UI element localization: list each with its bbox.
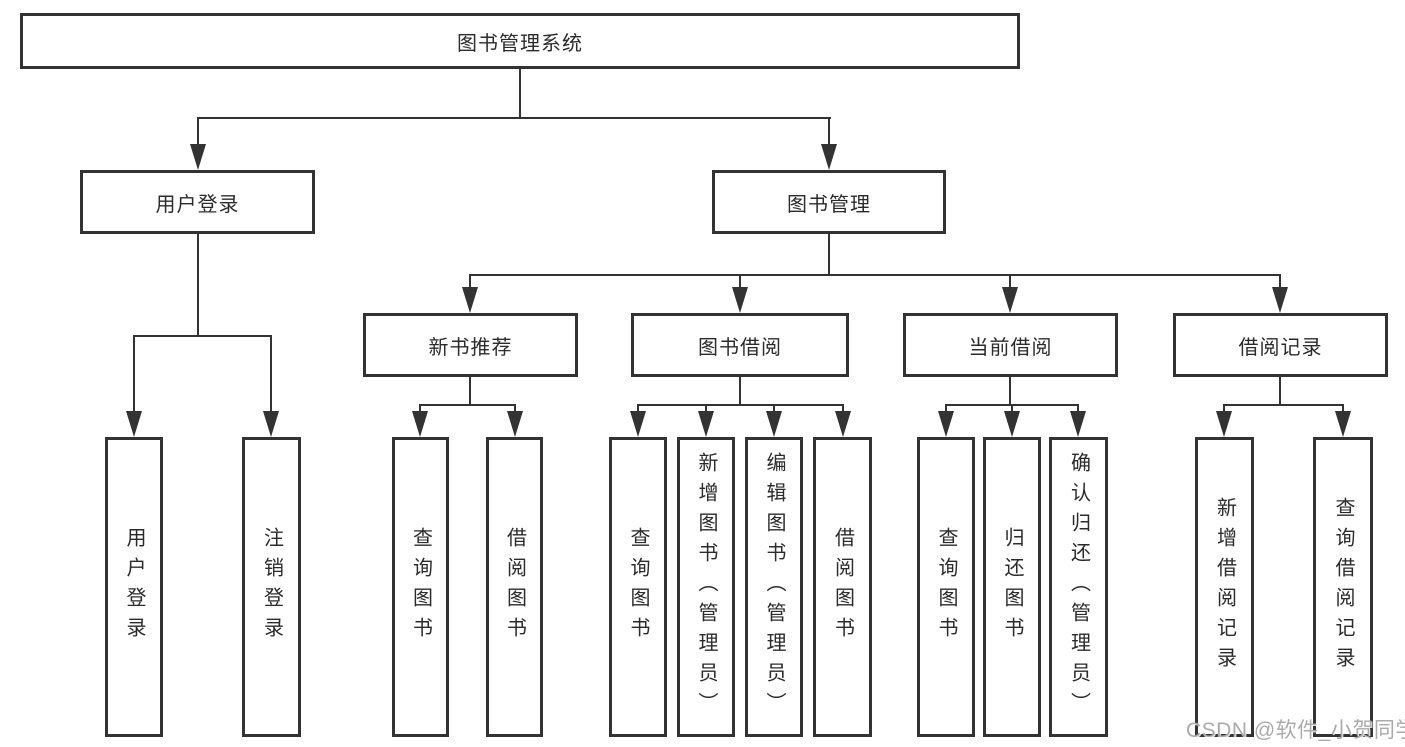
connector-line [945,404,947,414]
connector-line [469,377,471,405]
connector-line [637,404,844,406]
leaf-label: 借阅图书 [831,527,854,647]
leaf-current-return-books: 归还图书 [983,437,1041,737]
connector-line [1077,404,1079,414]
arrowhead-icon [1272,287,1288,313]
node-borrow-record: 借阅记录 [1173,313,1388,377]
leaf-label: 查询图书 [935,527,957,647]
connector-line [1279,274,1281,289]
leaf-label: 新增借阅记录 [1213,497,1236,677]
leaf-label: 查询借阅记录 [1332,497,1354,677]
node-new-book-recommend: 新书推荐 [363,313,578,377]
leaf-record-query-borrow-record: 查询借阅记录 [1313,437,1373,737]
arrowhead-icon [462,287,478,313]
connector-line [637,404,639,414]
connector-line [828,234,830,276]
connector-line [519,69,521,119]
leaf-logout-login: 注销登录 [242,437,301,737]
leaf-current-confirm-return-admin: 确认归还（管理员） [1049,437,1108,737]
arrowhead-icon [1004,411,1020,437]
connector-line [133,335,135,413]
node-label: 当前借阅 [968,336,1053,359]
node-label: 用户登录 [155,193,240,216]
arrowhead-icon [821,144,837,170]
arrowhead-icon [126,411,142,437]
connector-line [842,404,844,414]
connector-line [514,404,516,414]
leaf-label: 注销登录 [260,527,283,647]
connector-line [133,335,272,337]
arrowhead-icon [938,411,954,437]
node-label: 借阅记录 [1238,336,1323,359]
leaf-borrow-edit-books-admin: 编辑图书（管理员） [745,437,803,737]
connector-line [270,335,272,413]
connector-line [469,274,1281,276]
connector-line [1009,377,1011,405]
node-label: 图书借阅 [698,336,782,359]
connector-line [197,117,199,146]
watermark: CSDN @软件_小贺同学 [1186,719,1405,742]
connector-line [1279,377,1281,405]
arrowhead-icon [766,411,782,437]
arrowhead-icon [190,144,206,170]
leaf-current-query-books: 查询图书 [917,437,975,737]
leaf-label: 归还图书 [1001,527,1023,647]
leaf-label: 借阅图书 [503,527,526,647]
arrowhead-icon [698,411,714,437]
node-user-login: 用户登录 [80,170,315,234]
leaf-user-login: 用户登录 [105,437,163,737]
leaf-borrow-add-books-admin: 新增图书（管理员） [677,437,735,737]
leaf-label: 查询图书 [409,527,432,647]
connector-line [419,404,516,406]
connector-line [1011,404,1013,414]
leaf-label: 新增图书（管理员） [695,452,717,722]
connector-line [1009,274,1011,289]
leaf-label: 编辑图书（管理员） [763,452,785,722]
connector-line [1223,404,1344,406]
arrowhead-icon [412,411,428,437]
node-label: 图书管理 [787,193,871,216]
leaf-label: 查询图书 [627,527,649,647]
arrowhead-icon [1216,411,1232,437]
leaf-borrow-query-books: 查询图书 [609,437,667,737]
leaf-label: 确认归还（管理员） [1067,452,1090,722]
node-current-borrow: 当前借阅 [903,313,1118,377]
connector-line [419,404,421,414]
leaf-borrow-borrow-books: 借阅图书 [813,437,872,737]
arrowhead-icon [1335,411,1351,437]
arrowhead-icon [630,411,646,437]
node-label: 图书管理系统 [457,32,583,55]
arrowhead-icon [1070,411,1086,437]
connector-line [828,117,830,146]
connector-line [1223,404,1225,414]
node-label: 新书推荐 [428,336,513,359]
connector-line [739,377,741,405]
leaf-record-add-borrow-record: 新增借阅记录 [1195,437,1254,737]
arrowhead-icon [263,411,279,437]
leaf-newbook-borrow-books: 借阅图书 [486,437,543,737]
connector-line [739,274,741,289]
node-book-management: 图书管理 [712,170,946,234]
node-book-borrow: 图书借阅 [631,313,849,377]
arrowhead-icon [835,411,851,437]
leaf-newbook-query-books: 查询图书 [392,437,449,737]
connector-line [197,234,199,336]
arrowhead-icon [507,411,523,437]
connector-line [773,404,775,414]
arrowhead-icon [732,287,748,313]
connector-line [705,404,707,414]
leaf-label: 用户登录 [123,527,145,647]
connector-line [197,117,831,119]
arrowhead-icon [1002,287,1018,313]
connector-line [469,274,471,289]
node-library-system: 图书管理系统 [20,13,1020,69]
connector-line [1342,404,1344,414]
